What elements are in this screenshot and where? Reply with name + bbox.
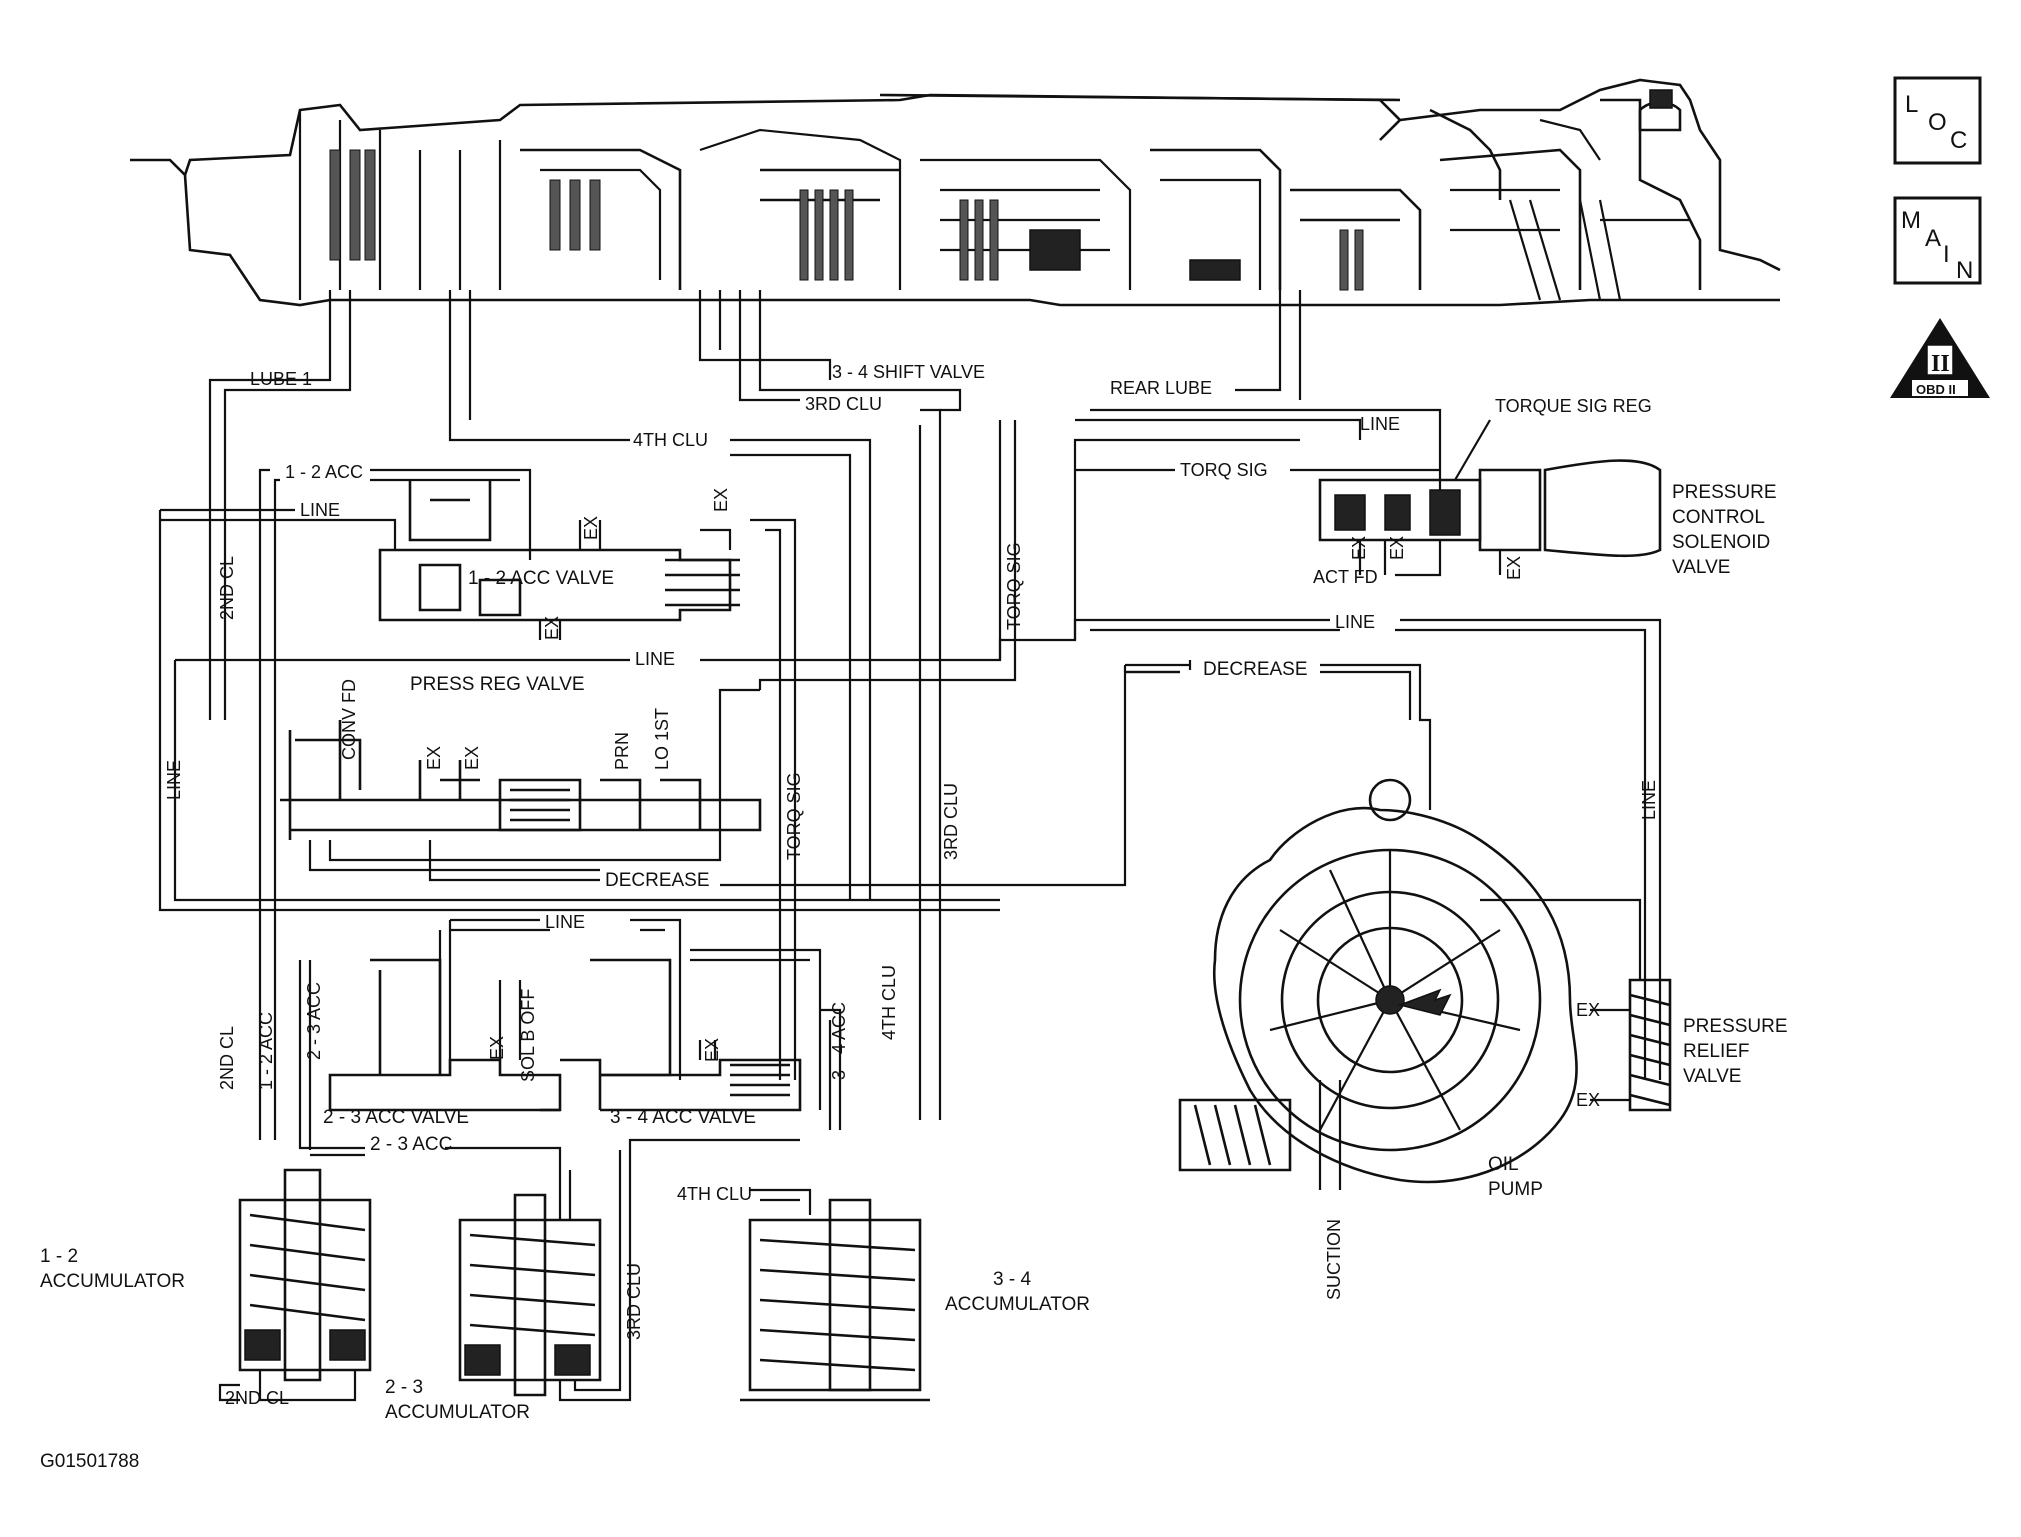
main-i: I	[1943, 241, 1950, 268]
pump-line-label: LINE	[1335, 612, 1375, 632]
shift34-label: 3 - 4 SHIFT VALVE	[832, 362, 985, 382]
pump-line-v-label: LINE	[1639, 780, 1659, 820]
solenoid-ex1-label: EX	[1349, 536, 1369, 560]
fourth-clu-passage-label: 4TH CLU	[633, 430, 708, 450]
pcs-label-4: VALVE	[1672, 557, 1730, 578]
prv-ex2-label: EX	[1576, 1090, 1600, 1110]
pump-decrease-label: DECREASE	[1203, 659, 1308, 680]
obd-text: OBD II	[1916, 382, 1956, 397]
acc12-passage-label: 1 - 2 ACC	[285, 462, 363, 482]
valve23-label: 2 - 3 ACC VALVE	[323, 1107, 469, 1128]
acc12-accumulator-label-1: 1 - 2	[40, 1246, 78, 1267]
press-reg-decrease-label: DECREASE	[605, 870, 710, 891]
acc12-ex3-label: EX	[542, 616, 562, 640]
prv-label-2: RELIEF	[1683, 1041, 1750, 1062]
pcs-label-1: PRESSURE	[1672, 482, 1777, 503]
side-line-label: LINE	[164, 760, 184, 800]
second-cl-v-label: 2ND CL	[217, 556, 237, 620]
prv-ex1-label: EX	[1576, 1000, 1600, 1020]
conv-fd-label: CONV FD	[339, 679, 359, 760]
acc23-h-label: 2 - 3 ACC	[370, 1134, 452, 1155]
acc34-fourth-clu-label: 4TH CLU	[677, 1184, 752, 1204]
lower-line-label: LINE	[545, 912, 585, 932]
lower-fourth-clu-label: 4TH CLU	[879, 965, 899, 1040]
obd-roman: II	[1931, 351, 1950, 377]
third-clu-v-label: 3RD CLU	[941, 783, 961, 860]
lower-ex2-label: EX	[702, 1038, 722, 1062]
prv-label-3: VALVE	[1683, 1066, 1741, 1087]
acc34-accumulator-label-1: 3 - 4	[993, 1269, 1031, 1290]
torq-sig-v2-label: TORQ SIG	[784, 772, 804, 860]
oil-pump-label-1: OIL	[1488, 1154, 1519, 1175]
obd-ii-button[interactable]: II OBD II	[1890, 318, 1990, 398]
acc23-accumulator-label-1: 2 - 3	[385, 1377, 423, 1398]
main-m: M	[1901, 207, 1921, 234]
loc-c: C	[1950, 127, 1967, 154]
loc-button[interactable]: L O C	[1893, 76, 1982, 165]
press-reg-ex2-label: EX	[462, 746, 482, 770]
lower-second-cl-label: 2ND CL	[217, 1026, 237, 1090]
solenoid-line-label: LINE	[1360, 414, 1400, 434]
solenoid-ex3-label: EX	[1504, 556, 1524, 580]
acc12-valve-label: 1 - 2 ACC VALVE	[468, 568, 614, 589]
acc12-ex1-label: EX	[581, 516, 601, 540]
acc23-third-clu-label: 3RD CLU	[624, 1263, 644, 1340]
accumulators-group: 2ND CL 1 - 2 ACCUMULATOR 3RD CLU 2 - 3 A…	[40, 1138, 1090, 1423]
pressure-control-solenoid-group: LINE TORQ SIG TORQUE SIG REG EX EX ACT F…	[1075, 396, 1777, 587]
lower-acc34-label: 3 - 4 ACC	[829, 1002, 849, 1080]
press-reg-ex1-label: EX	[424, 746, 444, 770]
lower-acc12-label: 1 - 2 ACC	[256, 1012, 276, 1090]
lower-acc-valves-group: LINE 2ND CL 1 - 2 ACC 2 - 3 ACC EX SOL B…	[217, 912, 899, 1160]
torq-sig-v-label: TORQ SIG	[1004, 542, 1024, 630]
loc-o: O	[1928, 109, 1947, 136]
main-a: A	[1925, 225, 1941, 252]
act-fd-label: ACT FD	[1313, 567, 1378, 587]
solenoid-ex2-label: EX	[1387, 536, 1407, 560]
figure-id: G01501788	[40, 1451, 139, 1472]
pcs-label-2: CONTROL	[1672, 507, 1765, 528]
lube1-label: LUBE 1	[250, 369, 312, 389]
acc23-accumulator-label-2: ACCUMULATOR	[385, 1402, 530, 1423]
torque-sig-reg-label: TORQUE SIG REG	[1495, 396, 1652, 416]
lower-ex1-label: EX	[487, 1036, 507, 1060]
side-passages: 2ND CL LINE TORQ SIG TORQ SIG 3RD CLU	[164, 420, 1024, 860]
lo1st-label: LO 1ST	[652, 708, 672, 770]
main-n: N	[1956, 257, 1973, 284]
acc12-second-cl-label: 2ND CL	[225, 1388, 289, 1408]
pcs-label-3: SOLENOID	[1672, 532, 1770, 553]
oil-pump-label-2: PUMP	[1488, 1179, 1543, 1200]
press-reg-valve-label: PRESS REG VALVE	[410, 674, 585, 695]
loc-l: L	[1905, 91, 1918, 118]
main-button[interactable]: M A I N	[1893, 196, 1982, 285]
top-passages: LUBE 1 3 - 4 SHIFT VALVE REAR LUBE 3RD C…	[208, 290, 1302, 1120]
press-reg-valve-group: LINE PRESS REG VALVE CONV FD EX EX PRN L…	[158, 438, 1300, 912]
third-clu-passage-label: 3RD CLU	[805, 394, 882, 414]
acc12-valve-group: 1 - 2 ACC LINE 1 - 2 ACC VALVE EX EX EX	[160, 462, 797, 1140]
press-reg-line-label: LINE	[635, 649, 675, 669]
prn-label: PRN	[612, 732, 632, 770]
rear-lube-label: REAR LUBE	[1110, 378, 1212, 398]
oil-pump-group: LINE DECREASE LINE EX EX PRESSURE RELIEF…	[1073, 612, 1788, 1300]
acc12-ex2-label: EX	[711, 488, 731, 512]
solenoid-torq-sig-label: TORQ SIG	[1180, 460, 1268, 480]
acc12-accumulator-label-2: ACCUMULATOR	[40, 1271, 185, 1292]
transmission-case-section	[130, 78, 1781, 307]
acc34-accumulator-label-2: ACCUMULATOR	[945, 1294, 1090, 1315]
valve34-label: 3 - 4 ACC VALVE	[610, 1107, 756, 1128]
prv-label-1: PRESSURE	[1683, 1016, 1788, 1037]
sol-b-off-label: SOL B OFF	[518, 989, 538, 1082]
lower-acc23-v-label: 2 - 3 ACC	[304, 982, 324, 1060]
suction-label: SUCTION	[1324, 1219, 1344, 1300]
acc12-line-label: LINE	[300, 500, 340, 520]
